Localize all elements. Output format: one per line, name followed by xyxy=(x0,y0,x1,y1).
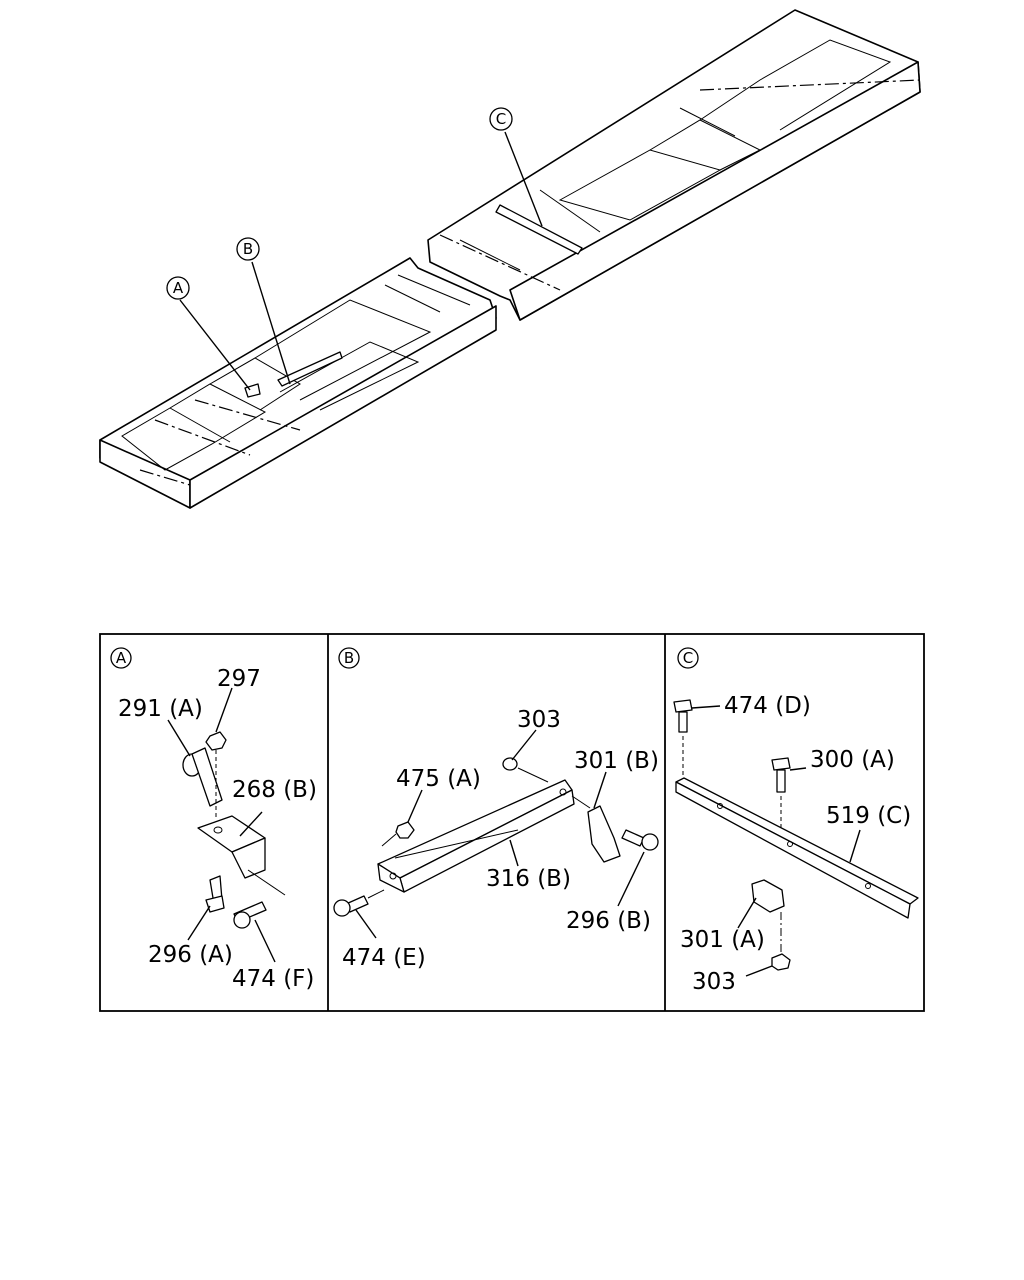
label-291a: 291 (A) xyxy=(118,696,203,722)
panel-c-marker-circle xyxy=(677,647,699,669)
label-474d: 474 (D) xyxy=(724,693,811,719)
label-316b: 316 (B) xyxy=(486,866,571,892)
label-297: 297 xyxy=(217,666,261,692)
label-296b: 296 (B) xyxy=(566,908,651,934)
detail-panel-c: C 474 (D) 300 (A) 519 (C) 301 (A) 303 xyxy=(673,647,919,995)
label-301b: 301 (B) xyxy=(574,748,659,774)
detail-panel-b: B 303 475 (A) 301 (B) 316 (B) xyxy=(333,647,659,971)
label-474e: 474 (E) xyxy=(342,945,426,971)
panel-c-marker: C xyxy=(683,649,693,667)
callout-a-circle xyxy=(166,276,190,300)
chassis-frame-overview: A B C xyxy=(99,9,921,509)
label-301a: 301 (A) xyxy=(680,927,765,953)
label-303-c: 303 xyxy=(692,969,736,995)
callout-a-text: A xyxy=(173,279,184,297)
detail-panels-border xyxy=(99,633,925,1012)
label-519c: 519 (C) xyxy=(826,803,911,829)
callout-c-text: C xyxy=(496,110,506,128)
callout-c-circle xyxy=(489,107,513,131)
label-300a: 300 (A) xyxy=(810,747,895,773)
panel-b-marker-circle xyxy=(338,647,360,669)
callout-b-circle xyxy=(236,237,260,261)
panel-a-marker: A xyxy=(116,649,127,667)
label-296a: 296 (A) xyxy=(148,942,233,968)
label-475a: 475 (A) xyxy=(396,766,481,792)
label-474f: 474 (F) xyxy=(232,966,314,992)
detail-panel-a: A 297 291 (A) 268 (B) 296 (A) 474 (F) xyxy=(110,647,317,992)
label-303-b: 303 xyxy=(517,707,561,733)
callout-b-text: B xyxy=(243,240,253,258)
panel-a-marker-circle xyxy=(110,647,132,669)
label-268b: 268 (B) xyxy=(232,777,317,803)
panel-b-marker: B xyxy=(344,649,354,667)
